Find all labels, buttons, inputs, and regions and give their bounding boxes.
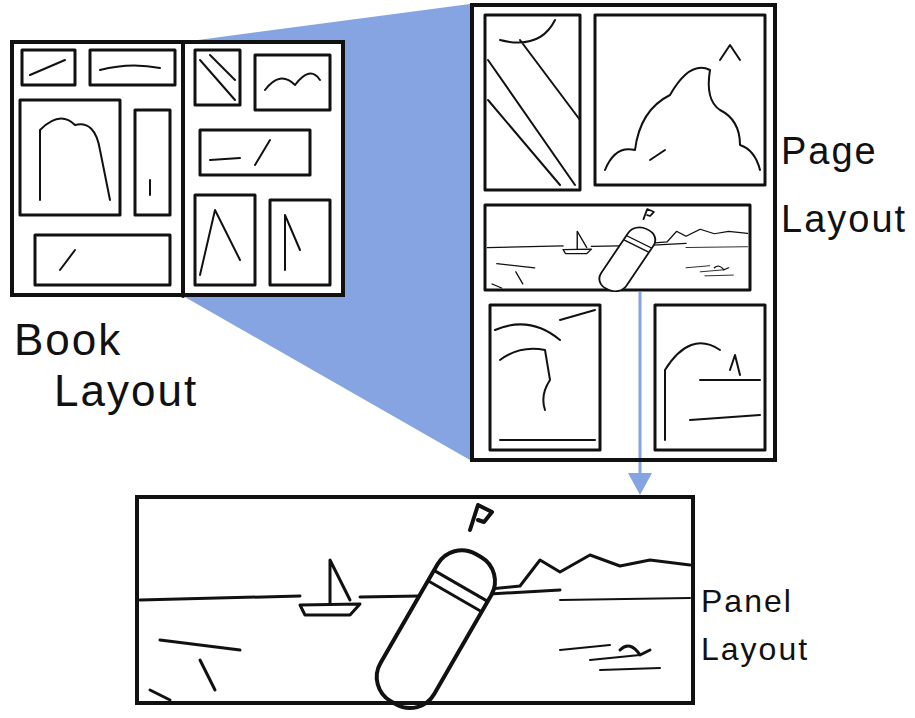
page-layout-box: Page Layout	[470, 3, 777, 462]
layout-heading: Panel Layout	[701, 577, 836, 673]
layout-heading: Page Layout	[781, 117, 909, 254]
book-layout-box: Book Layout	[10, 40, 345, 297]
layout-heading: Book Layout	[14, 315, 254, 416]
panel-layout-box: Panel Layout	[135, 495, 695, 705]
zoom-arrow	[628, 462, 652, 495]
